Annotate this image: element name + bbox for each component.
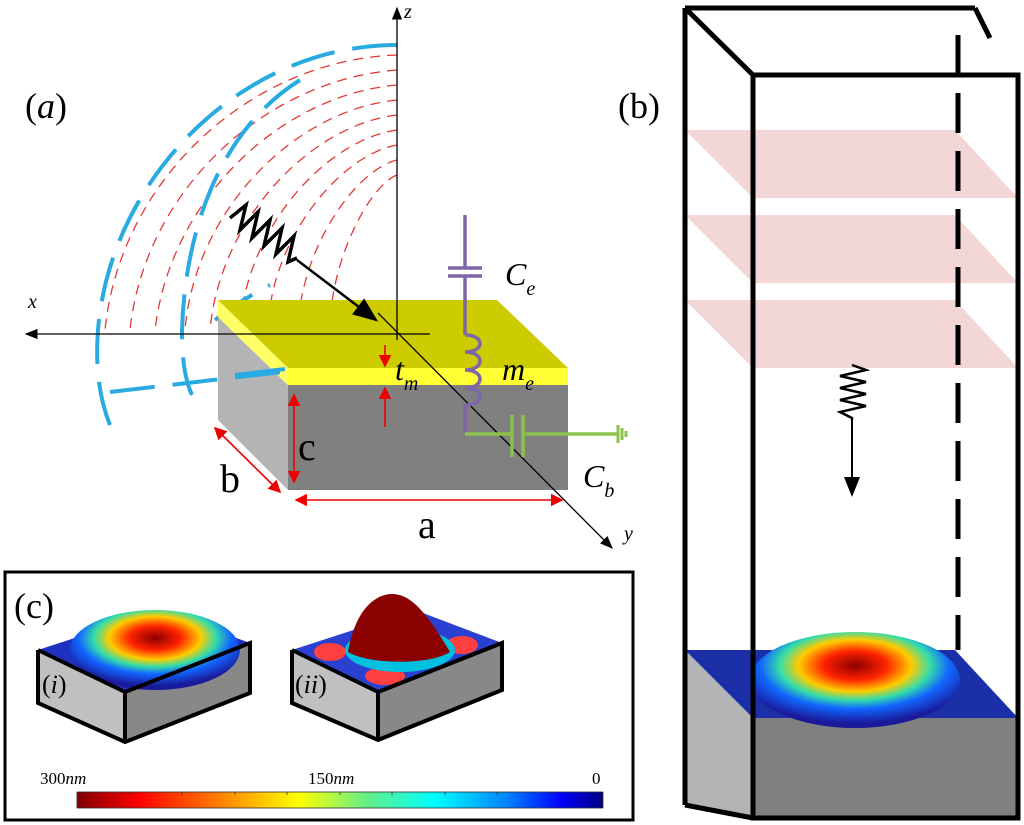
thickness-label: tm [395,351,418,395]
capacitance-b-label: Cb [583,458,614,502]
y-axis [377,312,613,549]
ground-icon [616,425,628,443]
colorbar-min-label: 0 [592,769,601,788]
displacement-bump [750,632,960,728]
x-axis-label: x [27,291,37,313]
outer-wavefront [95,43,398,426]
dim-c-label: c [298,424,316,469]
dim-a-label: a [418,502,436,547]
panel-b-label: (b) [618,86,660,126]
mode-i-label: (i) [42,670,67,699]
mass-label: me [502,351,534,395]
z-axis-label: z [403,1,412,23]
y-axis-label: y [622,523,633,545]
electrode-side-edge [218,300,288,385]
mode-ii-plot: (ii) [290,594,504,743]
dim-b-label: b [220,456,240,501]
colorbar-max-label: 300nm [40,769,86,788]
substrate-front-face [288,385,568,490]
device-side-face [685,650,753,818]
wave-plane [685,300,1018,368]
panel-b: (b) [618,5,1021,821]
incident-wave-spring-icon [228,200,298,266]
dim-b-arrow [213,426,282,494]
mode-ii-label: (ii) [295,670,327,699]
panel-a: z x y c b a tm me Ce Cb [24,1,633,549]
wave-plane [685,215,1018,283]
panel-c-label: (c) [14,586,54,626]
inductor-icon [463,333,482,432]
panel-c: (c) (i) (ii) [3,570,635,822]
waveguide-frame [682,5,1021,821]
electrode-front-edge [288,368,568,385]
equivalent-circuit [448,215,628,457]
wave-planes [685,130,1018,368]
device-front-face [753,718,1018,818]
incident-wave-spring-icon [836,363,871,420]
panel-a-label: (a) [25,86,67,126]
colorbar-ticks [129,792,551,795]
wavefront-segment [234,367,286,377]
incident-direction-arrow [296,259,378,322]
capacitance-e-label: Ce [505,256,535,300]
mode-i-plot: (i) [36,610,252,745]
colorbar-mid-label: 150nm [308,769,354,788]
wave-plane [685,130,1018,198]
